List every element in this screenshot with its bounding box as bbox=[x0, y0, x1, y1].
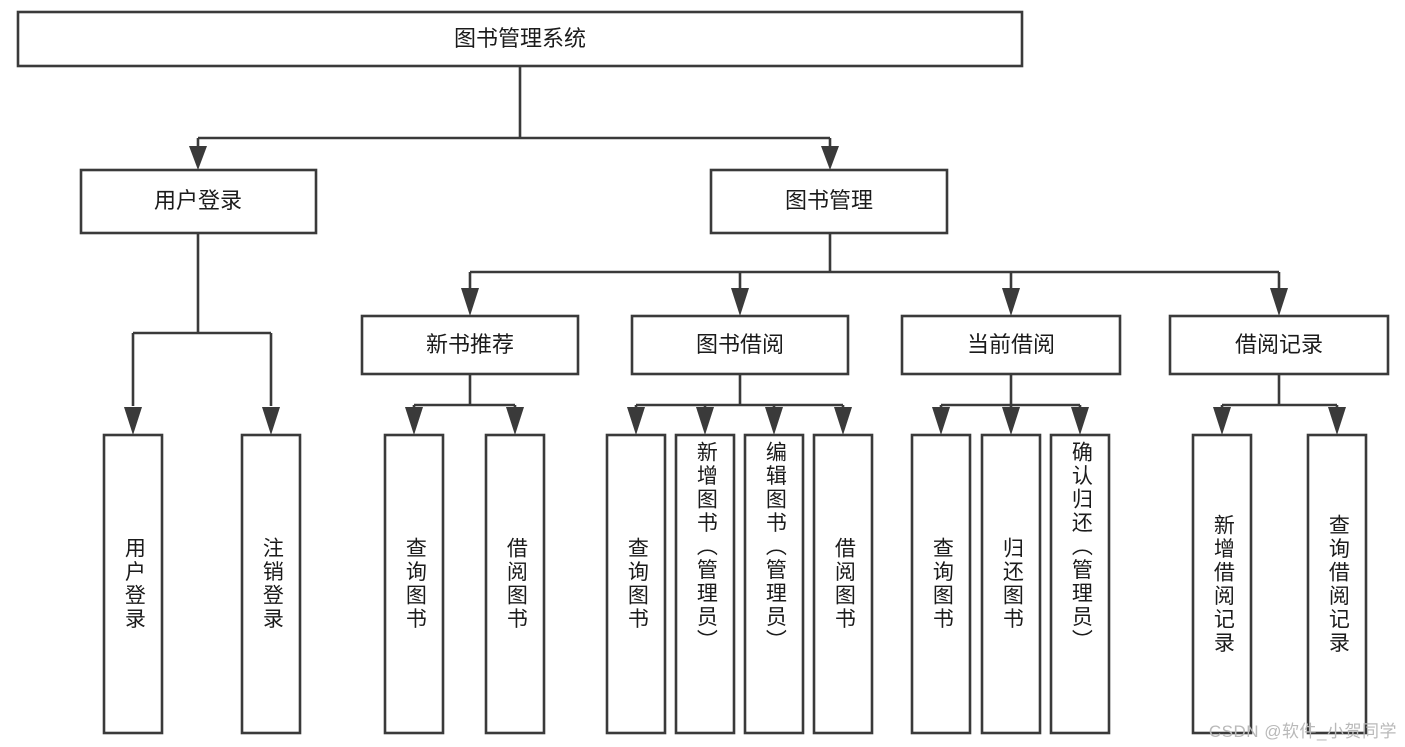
arrow-head-user-login bbox=[189, 146, 207, 170]
node-root-system[interactable]: 图书管理系统 bbox=[16, 10, 1024, 68]
node-book-borrow[interactable]: 图书借阅 bbox=[630, 314, 850, 376]
node-borrow-record[interactable]: 借阅记录 bbox=[1168, 314, 1390, 376]
node-user-login-box[interactable] bbox=[79, 168, 318, 235]
leaf-box-borrowrecord-query[interactable] bbox=[1306, 433, 1368, 735]
leaf-box-currentborrow-confirm[interactable] bbox=[1049, 433, 1111, 735]
node-user-login-label: 用户登录 bbox=[154, 188, 242, 213]
leaf-box-bookborrow-query[interactable] bbox=[605, 433, 667, 735]
leaf-box-user-login[interactable] bbox=[102, 433, 164, 735]
leaf-boxes-group bbox=[102, 433, 1368, 735]
node-user-login[interactable]: 用户登录 bbox=[79, 168, 318, 235]
arrow-head-currentborrow-leaf-3 bbox=[1071, 407, 1089, 435]
arrow-head-leaf-logout bbox=[262, 407, 280, 435]
arrow-head-new-book bbox=[461, 288, 479, 316]
leaf-box-bookborrow-add[interactable] bbox=[674, 433, 736, 735]
leaf-box-currentborrow-query[interactable] bbox=[910, 433, 972, 735]
node-borrow-record-label: 借阅记录 bbox=[1235, 332, 1323, 357]
leaf-box-currentborrow-return[interactable] bbox=[980, 433, 1042, 735]
arrow-head-book-borrow bbox=[731, 288, 749, 316]
node-current-borrow[interactable]: 当前借阅 bbox=[900, 314, 1122, 376]
arrow-head-book-manage bbox=[821, 146, 839, 170]
node-root-box[interactable] bbox=[16, 10, 1024, 68]
node-new-book-recommend-label: 新书推荐 bbox=[426, 332, 514, 357]
arrow-head-bookborrow-leaf-4 bbox=[834, 407, 852, 435]
node-current-borrow-box[interactable] bbox=[900, 314, 1122, 376]
node-new-book-recommend-box[interactable] bbox=[360, 314, 580, 376]
arrow-head-bookborrow-leaf-3 bbox=[765, 407, 783, 435]
node-borrow-record-box[interactable] bbox=[1168, 314, 1390, 376]
node-book-borrow-box[interactable] bbox=[630, 314, 850, 376]
node-book-manage-label: 图书管理 bbox=[785, 188, 873, 213]
leaf-box-bookborrow-lend[interactable] bbox=[812, 433, 874, 735]
arrow-head-current-borrow bbox=[1002, 288, 1020, 316]
arrow-head-borrowrecord-leaf-2 bbox=[1328, 407, 1346, 435]
arrow-head-currentborrow-leaf-2 bbox=[1002, 407, 1020, 435]
node-book-borrow-label: 图书借阅 bbox=[696, 332, 784, 357]
leaf-box-newbook-query[interactable] bbox=[383, 433, 445, 735]
arrow-head-leaf-user-login bbox=[124, 407, 142, 435]
arrow-head-borrow-record bbox=[1270, 288, 1288, 316]
arrow-head-borrowrecord-leaf-1 bbox=[1213, 407, 1231, 435]
leaf-box-logout[interactable] bbox=[240, 433, 302, 735]
arrow-head-bookborrow-leaf-1 bbox=[627, 407, 645, 435]
leaf-box-borrowrecord-add[interactable] bbox=[1191, 433, 1253, 735]
connectors-group bbox=[124, 66, 1346, 435]
node-book-manage[interactable]: 图书管理 bbox=[709, 168, 949, 235]
leaf-box-newbook-borrow[interactable] bbox=[484, 433, 546, 735]
node-current-borrow-label: 当前借阅 bbox=[967, 332, 1055, 357]
node-new-book-recommend[interactable]: 新书推荐 bbox=[360, 314, 580, 376]
csdn-watermark: CSDN @软件_小贺同学 bbox=[1208, 722, 1397, 741]
node-root-label: 图书管理系统 bbox=[454, 26, 586, 51]
arrow-head-newbook-leaf-1 bbox=[405, 407, 423, 435]
node-book-manage-box[interactable] bbox=[709, 168, 949, 235]
leaf-box-bookborrow-edit[interactable] bbox=[743, 433, 805, 735]
arrow-head-newbook-leaf-2 bbox=[506, 407, 524, 435]
arrow-head-bookborrow-leaf-2 bbox=[696, 407, 714, 435]
arrow-head-currentborrow-leaf-1 bbox=[932, 407, 950, 435]
